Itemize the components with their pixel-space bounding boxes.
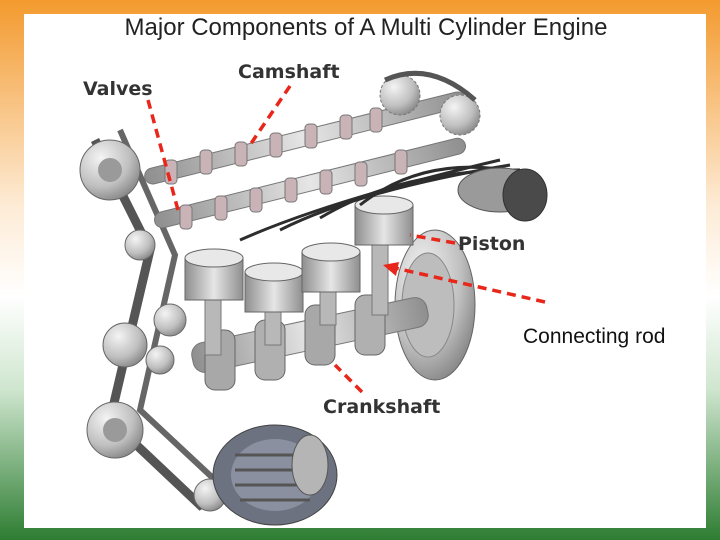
piston-3 xyxy=(301,242,361,293)
label-crankshaft: Crankshaft xyxy=(323,396,440,418)
piston-4 xyxy=(354,195,414,246)
piston-2 xyxy=(244,262,304,313)
distributor xyxy=(457,167,548,222)
leader-camshaft xyxy=(248,85,292,146)
leader-piston xyxy=(409,233,456,245)
leader-crankshaft xyxy=(333,363,364,394)
label-camshaft: Camshaft xyxy=(238,61,340,83)
pistons xyxy=(184,195,414,313)
leader-connecting-rod xyxy=(394,266,546,304)
label-valves: Valves xyxy=(83,78,153,100)
leader-valves xyxy=(146,99,180,211)
pulleys xyxy=(79,139,227,512)
alternator xyxy=(212,424,338,526)
label-connecting-rod: Connecting rod xyxy=(523,325,666,348)
camshafts xyxy=(144,91,466,230)
crankshaft xyxy=(191,294,429,391)
leader-lines xyxy=(146,85,546,394)
label-piston: Piston xyxy=(458,233,525,255)
piston-1 xyxy=(184,248,244,301)
slide-title: Major Components of A Multi Cylinder Eng… xyxy=(124,14,608,41)
leader-arrowhead xyxy=(383,262,399,276)
cam-gears xyxy=(379,70,481,136)
